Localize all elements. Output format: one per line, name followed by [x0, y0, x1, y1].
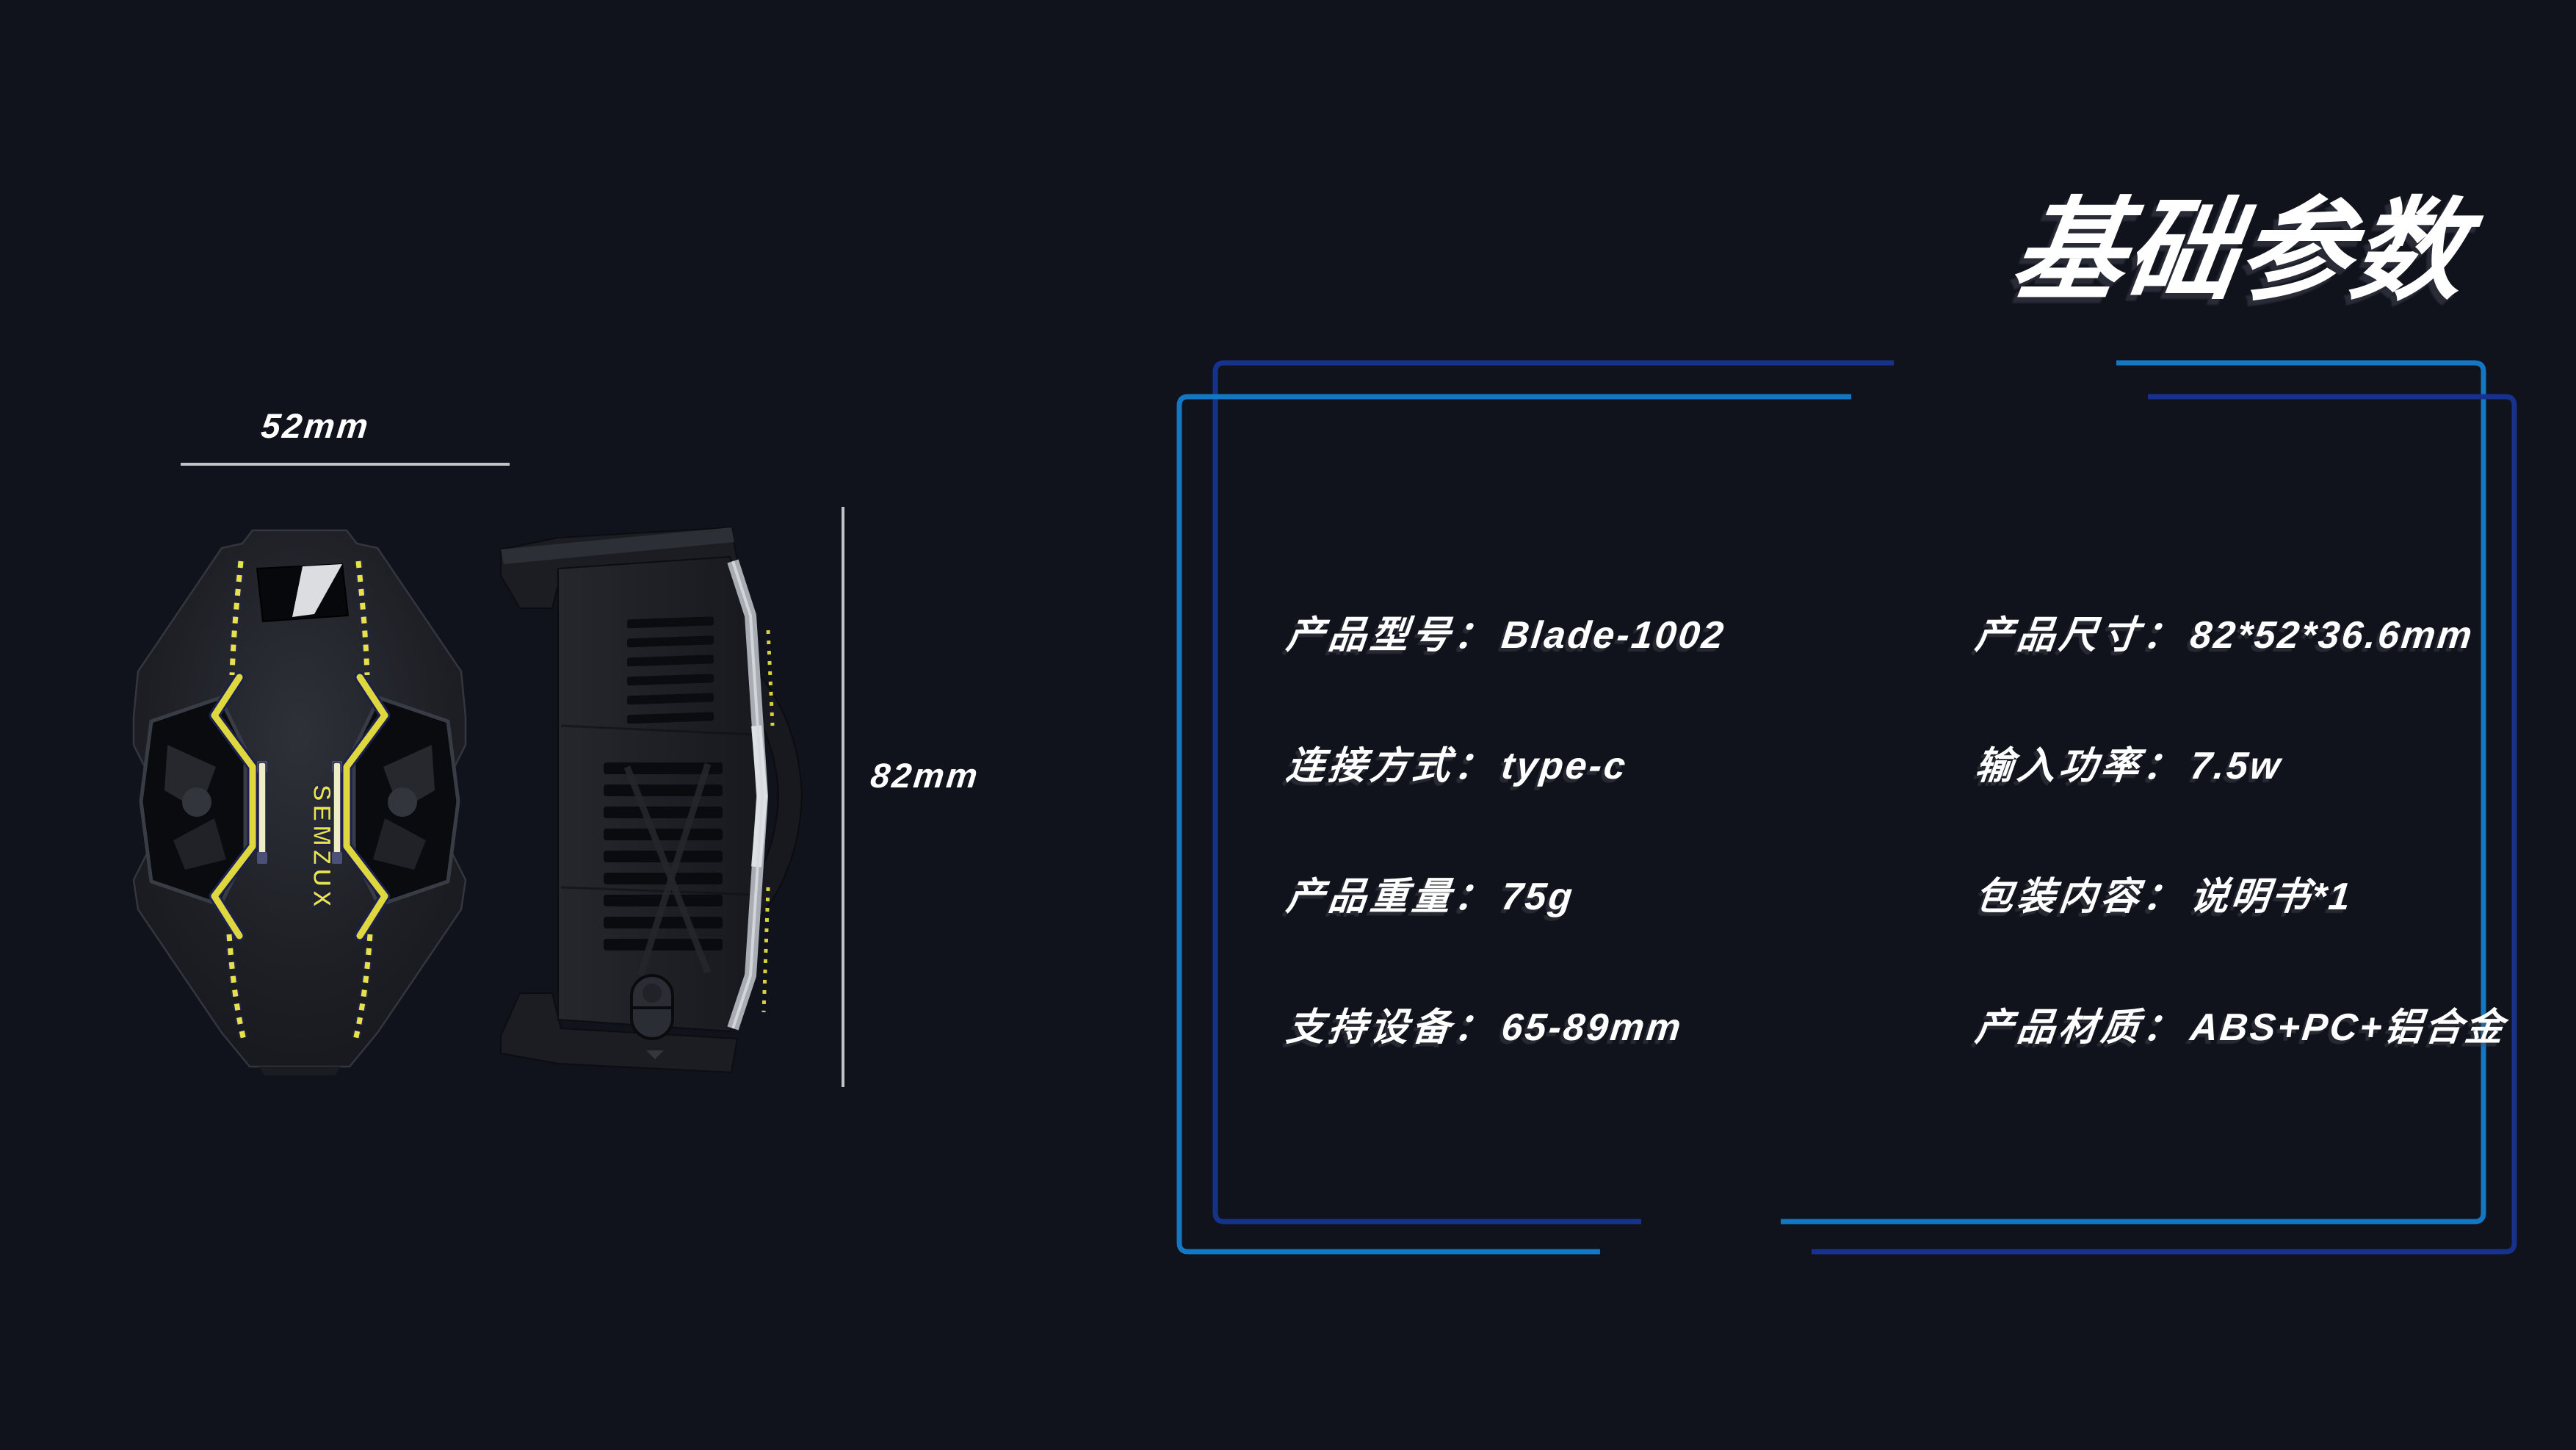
dim-height-line [842, 507, 844, 1087]
spec-label: 包装内容： [1972, 876, 2188, 918]
dim-height-label: 82mm [869, 756, 982, 795]
spec-value: 65-89mm [1499, 1006, 1685, 1049]
spec-value: 75g [1499, 876, 1577, 918]
side-bottom-arm [500, 992, 739, 1074]
spec-row: 包装内容：说明书*1 [1973, 873, 2355, 921]
spec-row: 产品材质：ABS+PC+铝合金 [1973, 1003, 2508, 1052]
spec-value: Blade-1002 [1499, 614, 1728, 657]
spec-value: type-c [1499, 745, 1630, 787]
front-bottom-tab [258, 1067, 341, 1075]
side-switch [630, 974, 674, 1059]
side-silver-band [727, 559, 769, 1031]
spec-label: 产品尺寸： [1972, 614, 2188, 657]
spec-row: 连接方式：type-c [1284, 742, 1630, 790]
product-front-image: SEMZUX [132, 529, 467, 1075]
spec-row: 产品尺寸：82*52*36.6mm [1973, 611, 2477, 660]
spec-value: ABS+PC+铝合金 [2188, 1006, 2508, 1049]
spec-row: 支持设备：65-89mm [1284, 1003, 1685, 1052]
front-left-vent [139, 696, 247, 907]
spec-label: 产品材质： [1972, 1006, 2188, 1049]
front-dashed-accents [225, 560, 375, 1042]
spec-row: 输入功率：7.5w [1973, 742, 2285, 790]
spec-value: 7.5w [2188, 745, 2284, 787]
front-screen-gloss [292, 564, 342, 617]
side-yellow-dashes [761, 630, 775, 1013]
side-brace [623, 765, 712, 974]
page-title: 基础参数 [2005, 189, 2475, 314]
dim-width-label: 52mm [259, 406, 372, 445]
spec-label: 输入功率： [1972, 745, 2188, 787]
spec-row: 产品重量：75g [1284, 873, 1577, 921]
side-brace [637, 762, 712, 977]
front-right-vent [352, 696, 460, 907]
spec-label: 产品重量： [1284, 876, 1499, 918]
spec-label: 产品型号： [1284, 614, 1499, 657]
front-shell [132, 529, 467, 1068]
front-light-strips [257, 761, 342, 864]
spec-label: 连接方式： [1284, 745, 1499, 787]
spec-value: 82*52*36.6mm [2188, 614, 2476, 657]
side-upper-vents [627, 616, 714, 724]
spec-value: 说明书*1 [2188, 876, 2355, 918]
spec-label: 支持设备： [1284, 1006, 1499, 1049]
front-yellow-brackets [209, 671, 391, 942]
dim-width-line [181, 463, 510, 466]
product-side-image [500, 526, 803, 1074]
spec-row: 产品型号：Blade-1002 [1284, 611, 1729, 660]
brand-text: SEMZUX [308, 784, 336, 911]
